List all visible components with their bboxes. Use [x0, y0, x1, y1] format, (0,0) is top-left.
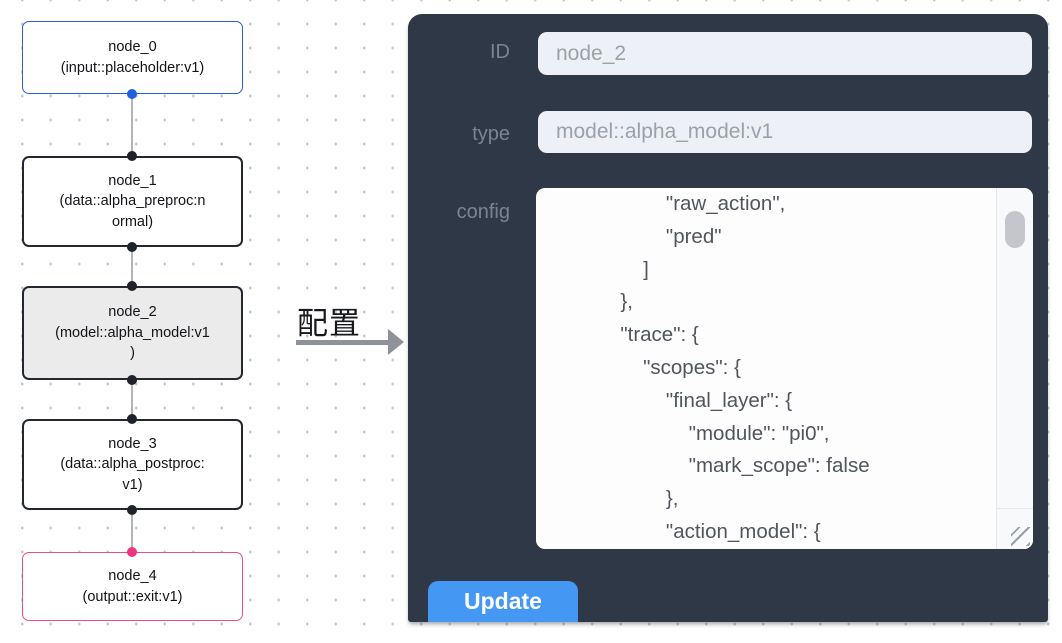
edge-node0-node1 — [131, 94, 133, 156]
flow-node-node_1[interactable]: node_1 (data::alpha_preproc:n ormal) — [22, 156, 243, 247]
edge-node1-node2 — [131, 247, 133, 286]
config-field-label: config — [456, 201, 510, 223]
config-json-text: "raw_action", "pred" ] }, "trace": { "sc… — [620, 192, 870, 543]
type-field-label: type — [472, 123, 510, 145]
config-textarea[interactable]: "raw_action", "pred" ] }, "trace": { "sc… — [536, 188, 1033, 549]
id-field-label: ID — [490, 41, 510, 63]
node-config-panel: ID type config "raw_action", "pred" ] },… — [408, 14, 1048, 622]
input-handle-node_4[interactable] — [127, 547, 137, 557]
input-handle-node_2[interactable] — [127, 281, 137, 291]
flow-node-node_4[interactable]: node_4 (output::exit:v1) — [22, 552, 243, 621]
update-button[interactable]: Update — [428, 581, 578, 622]
type-input[interactable] — [538, 111, 1032, 153]
output-handle-node_1[interactable] — [127, 242, 137, 252]
output-handle-node_3[interactable] — [127, 505, 137, 515]
flow-node-node_0[interactable]: node_0 (input::placeholder:v1) — [22, 21, 243, 94]
flow-node-node_2-selected[interactable]: node_2 (model::alpha_model:v1 ) — [22, 286, 243, 380]
edge-node2-node3 — [131, 380, 133, 419]
resize-grip-icon[interactable] — [1011, 527, 1030, 546]
id-input[interactable] — [538, 32, 1032, 75]
vertical-scrollbar[interactable] — [996, 188, 1033, 549]
input-handle-node_1[interactable] — [127, 151, 137, 161]
input-handle-node_3[interactable] — [127, 414, 137, 424]
scrollbar-corner — [996, 508, 1033, 549]
arrow-right-icon — [296, 340, 389, 345]
scrollbar-thumb[interactable] — [1005, 211, 1025, 248]
config-annotation-label: 配置 — [297, 306, 361, 341]
edge-node3-node4 — [131, 510, 133, 552]
output-handle-node_2[interactable] — [127, 375, 137, 385]
flow-node-node_3[interactable]: node_3 (data::alpha_postproc: v1) — [22, 419, 243, 510]
arrow-right-head-icon — [388, 329, 404, 355]
output-handle-node_0[interactable] — [127, 89, 137, 99]
